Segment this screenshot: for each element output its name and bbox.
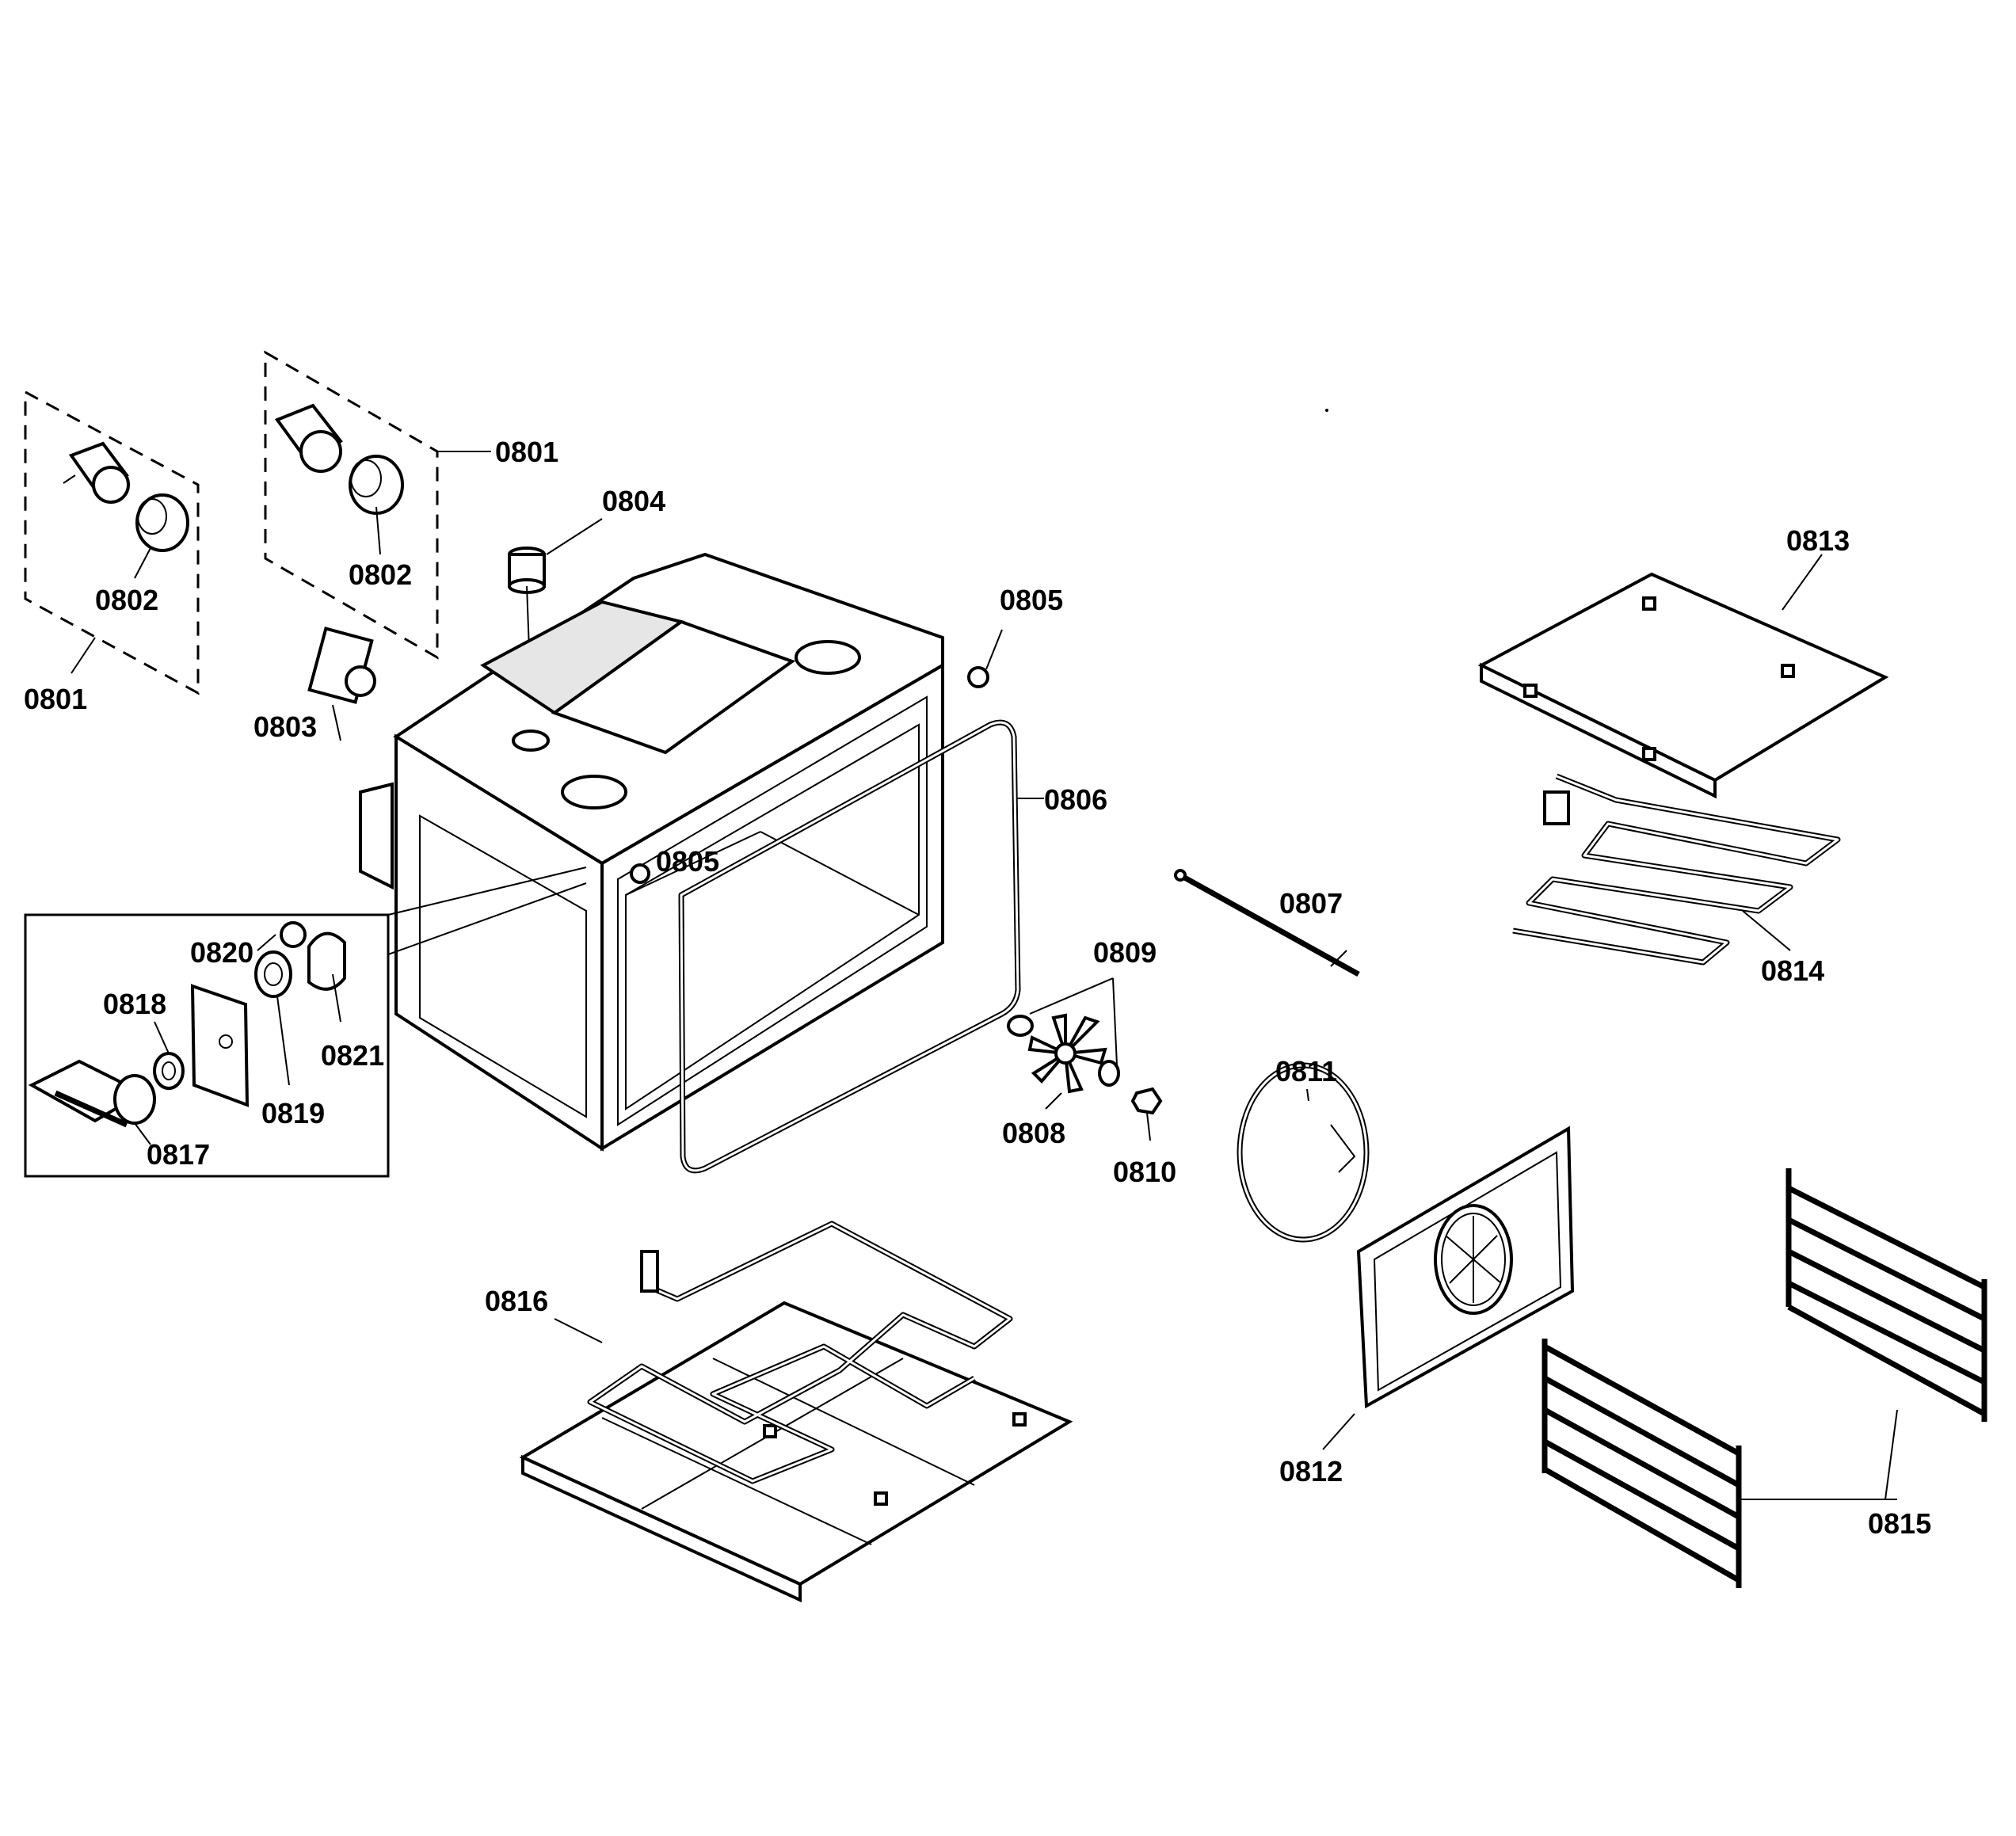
- label-0817: 0817: [147, 1138, 210, 1171]
- label-0802-right: 0802: [349, 558, 412, 591]
- oven-cavity: [359, 552, 944, 1152]
- label-0805-upper: 0805: [1000, 584, 1063, 616]
- label-0812: 0812: [1279, 1455, 1343, 1487]
- broil-element-part-0814: 0814: [1512, 773, 1841, 987]
- ring-heating-element-part-0811: 0811: [1237, 1055, 1370, 1243]
- stray-dot: [1325, 409, 1328, 412]
- label-0809: 0809: [1093, 936, 1157, 969]
- label-0801-left: 0801: [24, 683, 87, 715]
- label-0820: 0820: [190, 936, 253, 969]
- lamp-socket-right: [274, 403, 343, 473]
- label-0810: 0810: [1113, 1156, 1176, 1188]
- bracket-part-0821: 0821: [307, 931, 384, 1072]
- lamp-group-right-frame: [264, 350, 439, 660]
- lamp-socket-left: [63, 441, 130, 504]
- washer-part-0818: 0818: [103, 988, 185, 1090]
- mounting-plate: [190, 984, 250, 1107]
- nut-part-0810: 0810: [1113, 1087, 1176, 1188]
- label-0804: 0804: [602, 485, 665, 517]
- convection-fan-part-0808: 0808: [1002, 1013, 1120, 1149]
- label-0806: 0806: [1044, 783, 1107, 816]
- label-0813: 0813: [1786, 524, 1850, 557]
- spacer-part-0820: 0820: [190, 921, 307, 969]
- label-0819: 0819: [261, 1097, 325, 1129]
- lamp-group-left-frame: [24, 390, 200, 695]
- callout-0815: 0815: [1739, 1409, 1931, 1540]
- label-0818: 0818: [103, 988, 166, 1020]
- label-0808: 0808: [1002, 1117, 1065, 1149]
- rear-fan-cover-part-0812: 0812: [1279, 1126, 1575, 1487]
- bottom-panel: [519, 1301, 1073, 1603]
- sensor-probe-part-0817: 0817: [28, 1059, 210, 1171]
- nut-part-0819: 0819: [254, 950, 325, 1129]
- rod-part-0807: 0807: [1174, 869, 1360, 977]
- label-0815: 0815: [1868, 1507, 1931, 1540]
- label-0801-right: 0801: [495, 436, 558, 468]
- door-gasket-part-0806: 0806: [678, 719, 1107, 1174]
- fan-motor-part-0803: 0803: [253, 627, 376, 743]
- top-panel-part-0813: 0813: [1477, 524, 1889, 799]
- lamp-assembly-left: 0802 0801: [24, 390, 200, 715]
- sensor-detail-inset: 0817 0818 0819 0820 0821: [24, 867, 587, 1178]
- label-0807: 0807: [1279, 887, 1343, 920]
- lamp-cover-left: [135, 493, 189, 552]
- lamp-cover-right: [349, 455, 404, 515]
- vent-pipe-part-0804: 0804: [508, 485, 665, 650]
- label-0803: 0803: [253, 710, 317, 743]
- bake-element-part-0816: 0816: [485, 1221, 1013, 1484]
- fan-nut-part-0809: 0809: [1029, 936, 1157, 1066]
- rack-support-part-0815-right: [1785, 1168, 1987, 1422]
- inset-frame: [24, 913, 390, 1178]
- bumper-part-0805-lower: 0805: [630, 845, 719, 884]
- label-0802-left: 0802: [95, 584, 158, 616]
- label-0816: 0816: [485, 1285, 548, 1317]
- label-0805-lower: 0805: [656, 845, 719, 878]
- rack-support-part-0815-left: [1542, 1339, 1742, 1588]
- lamp-assembly-right: 0802 0801: [264, 350, 558, 660]
- label-0814: 0814: [1761, 954, 1824, 987]
- label-0811: 0811: [1275, 1055, 1337, 1088]
- bumper-part-0805-upper: 0805: [967, 584, 1063, 688]
- label-0821: 0821: [321, 1039, 384, 1072]
